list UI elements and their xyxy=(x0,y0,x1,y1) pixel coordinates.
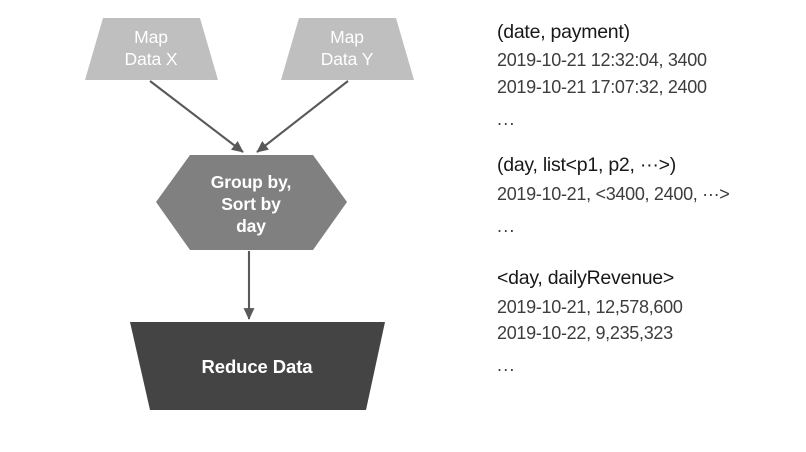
annotation-reduce-output-header: <day, dailyRevenue> xyxy=(497,267,675,290)
annotation-reduce-output-ellipsis: ... xyxy=(497,355,516,376)
annotation-reduce-output: <day, dailyRevenue> 2019-10-21, 12,578,6… xyxy=(497,264,797,376)
annotation-map-output-line-1: 2019-10-21 12:32:04, 3400 xyxy=(497,50,707,71)
annotation-shuffle-output-header: (day, list<p1, p2, ···>) xyxy=(497,154,676,177)
annotation-map-output-ellipsis: ... xyxy=(497,108,516,129)
annotation-shuffle-output: (day, list<p1, p2, ···>) 2019-10-21, <34… xyxy=(497,151,797,237)
annotation-column: (date, payment) 2019-10-21 12:32:04, 340… xyxy=(497,18,797,393)
annotation-map-output-line-2: 2019-10-21 17:07:32, 2400 xyxy=(497,76,707,97)
annotation-reduce-output-line-2: 2019-10-22, 9,235,323 xyxy=(497,323,673,343)
annotation-map-output-header: (date, payment) xyxy=(497,21,630,43)
edge-map-x-to-group xyxy=(149,80,244,153)
annotation-map-output: (date, payment) 2019-10-21 12:32:04, 340… xyxy=(497,18,797,130)
node-group-sort-by-day[interactable] xyxy=(156,155,347,250)
edge-map-y-to-group xyxy=(256,80,349,153)
annotation-shuffle-output-line-1: 2019-10-21, <3400, 2400, ···> xyxy=(497,183,730,204)
annotation-shuffle-output-ellipsis: ... xyxy=(497,215,516,236)
node-map-data-x[interactable] xyxy=(85,18,218,80)
node-reduce-data[interactable] xyxy=(130,322,385,410)
node-map-data-y[interactable] xyxy=(281,18,414,80)
annotation-reduce-output-line-1: 2019-10-21, 12,578,600 xyxy=(497,296,683,317)
